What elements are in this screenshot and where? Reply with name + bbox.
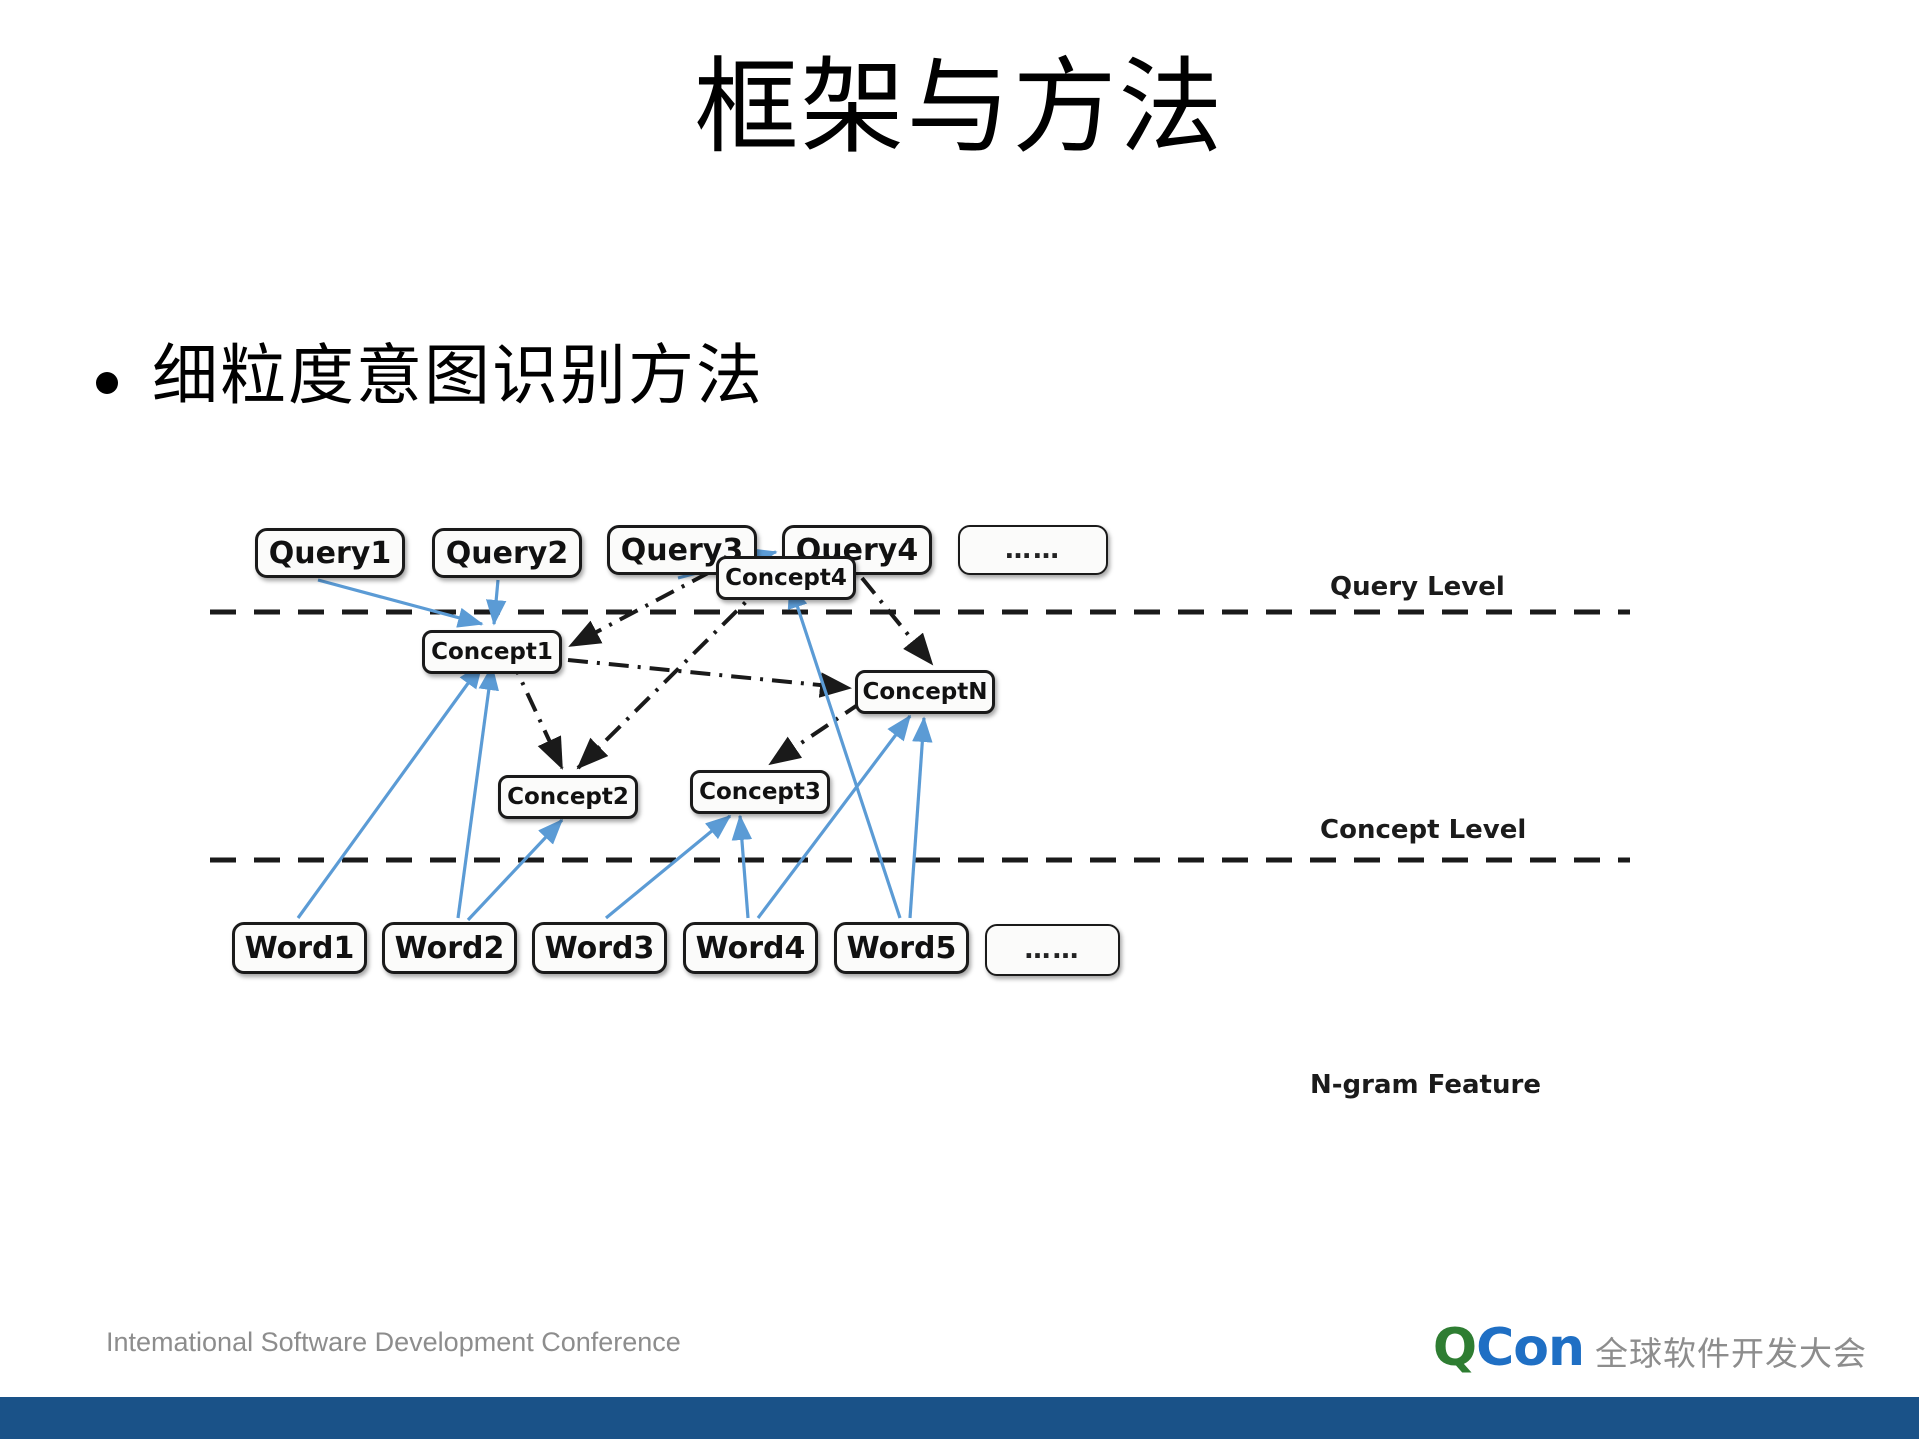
edge-word2-concept2	[466, 818, 564, 922]
node-word-ellipsis[interactable]: ……	[985, 924, 1120, 976]
node-label: Word2	[394, 930, 505, 966]
qcon-logo-chinese: 全球软件开发大会	[1595, 1335, 1867, 1372]
node-concept1[interactable]: Concept1	[422, 630, 562, 674]
edges-concept-relations	[508, 570, 934, 770]
bullet-dot-icon	[96, 372, 118, 394]
edge-query2-concept1	[485, 579, 507, 626]
node-word4[interactable]: Word4	[683, 922, 818, 974]
footer-conference-name: Intemational Software Development Confer…	[106, 1327, 681, 1357]
node-word3[interactable]: Word3	[532, 922, 667, 974]
node-label: Word3	[544, 930, 655, 966]
node-label: Word5	[846, 930, 957, 966]
edge-word5-conceptN	[908, 716, 933, 919]
hierarchy-diagram: Query1 Query2 Query3 Query4 …… Concept4 …	[210, 520, 1630, 1180]
node-label: Query2	[445, 535, 569, 571]
edge-conceptN-concept3	[768, 700, 864, 766]
node-label: ……	[1005, 535, 1061, 565]
bullet-item-label: 细粒度意图识别方法	[152, 340, 764, 413]
node-label: Concept3	[699, 779, 821, 805]
edge-word3-concept3	[604, 814, 732, 920]
edge-word5-concept4	[787, 582, 902, 919]
node-concept4[interactable]: Concept4	[716, 556, 856, 600]
diagram-connections	[210, 548, 1630, 922]
bottom-accent-bar	[0, 1397, 1919, 1439]
qcon-logo-con: Con	[1476, 1318, 1585, 1378]
node-label: ConceptN	[862, 679, 988, 705]
page-title: 框架与方法	[694, 51, 1225, 166]
edge-query1-concept1	[317, 578, 484, 628]
node-concept3[interactable]: Concept3	[690, 770, 830, 814]
edge-word4-conceptN	[756, 714, 912, 919]
node-label: Query1	[268, 535, 392, 571]
edge-concept4-concept2	[576, 580, 768, 770]
level-label-ngram: N-gram Feature	[1310, 1070, 1541, 1100]
node-query2[interactable]: Query2	[432, 528, 582, 578]
edge-concept4-conceptN	[860, 576, 934, 666]
node-query-ellipsis[interactable]: ……	[958, 525, 1108, 575]
bullet-item: 细粒度意图识别方法	[96, 340, 764, 414]
edge-concept4-concept1	[568, 570, 711, 648]
edge-word1-concept1	[296, 662, 484, 919]
level-label-concept: Concept Level	[1320, 815, 1527, 845]
edge-word2-concept1	[456, 664, 499, 919]
level-label-query: Query Level	[1330, 572, 1505, 602]
node-label: Concept1	[431, 639, 553, 665]
node-word5[interactable]: Word5	[834, 922, 969, 974]
edges-word-to-concept	[296, 582, 933, 922]
edge-concept1-conceptN	[567, 658, 852, 698]
qcon-logo: Q Con 全球软件开发大会	[1433, 1318, 1867, 1378]
qcon-logo-q: Q	[1432, 1318, 1477, 1378]
node-label: Word4	[695, 930, 806, 966]
node-concept2[interactable]: Concept2	[498, 775, 638, 819]
node-label: Concept4	[725, 565, 847, 591]
edge-word4-concept3	[731, 814, 753, 919]
node-query1[interactable]: Query1	[255, 528, 405, 578]
node-word2[interactable]: Word2	[382, 922, 517, 974]
node-conceptN[interactable]: ConceptN	[855, 670, 995, 714]
node-label: Word1	[244, 930, 355, 966]
node-label: Concept2	[507, 784, 629, 810]
node-label: ……	[1024, 935, 1081, 965]
node-word1[interactable]: Word1	[232, 922, 367, 974]
